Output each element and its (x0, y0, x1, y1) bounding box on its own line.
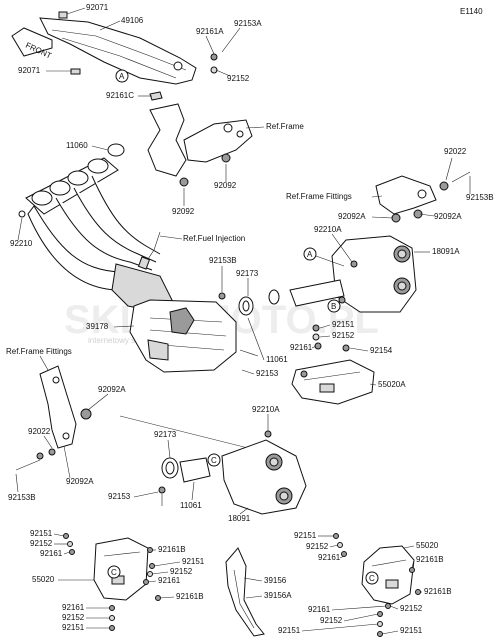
label-92092a-right-2: 92092A (434, 212, 462, 221)
label-l-92161-3: 92161 (62, 603, 85, 612)
label-l-92161b-2: 92161B (176, 592, 204, 601)
gasket-11061-lower (179, 457, 211, 483)
label-92153-lower: 92153 (108, 492, 131, 501)
label-l-92161-1: 92161 (40, 549, 63, 558)
label-39178: 39178 (86, 322, 109, 331)
front-arrow: FRONT (11, 27, 53, 61)
label-92153-center: 92153 (256, 369, 279, 378)
heat-guard-55020-left (93, 537, 149, 601)
label-r-92152-1: 92152 (306, 542, 329, 551)
label-92153b-right: 92153B (466, 193, 494, 202)
label-92153b-left: 92153B (8, 493, 36, 502)
label-92151-center: 92151 (332, 320, 355, 329)
muffler-18091 (221, 439, 307, 515)
label-l-92161b-1: 92161B (158, 545, 186, 554)
label-92071-top: 92071 (86, 3, 109, 12)
page-code: E1140 (460, 7, 483, 16)
label-11061-upper: 11061 (266, 355, 288, 364)
catalyst-box-39178 (129, 299, 237, 373)
heat-shield-39156 (225, 547, 265, 637)
label-92152-center: 92152 (332, 331, 355, 340)
label-92092-lower: 92092 (172, 207, 195, 216)
label-r-39156a: 39156A (264, 591, 292, 600)
label-92210a-center: 92210A (252, 405, 280, 414)
label-92092-upper: 92092 (214, 181, 237, 190)
callout-a-1: A (119, 72, 125, 81)
label-11060: 11060 (66, 141, 88, 150)
o2-sensor (137, 231, 161, 270)
label-r-92151-3: 92151 (400, 626, 423, 635)
label-r-92161b-1: 92161B (416, 555, 444, 564)
label-r-92151-1: 92151 (294, 531, 317, 540)
label-l-92152-2: 92152 (170, 567, 193, 576)
ref-frame-fittings-right: Ref.Frame Fittings (286, 192, 352, 201)
label-l-92151-3: 92151 (62, 623, 85, 632)
clamp-92173-upper (238, 296, 254, 316)
callout-b-1: B (331, 302, 336, 311)
ref-frame-top: Ref.Frame (266, 122, 304, 131)
label-r-92161-2: 92161 (308, 605, 331, 614)
label-l-92152-1: 92152 (30, 539, 53, 548)
heat-guard-55020a (291, 359, 375, 405)
label-18091: 18091 (228, 514, 251, 523)
label-18091a: 18091A (432, 247, 460, 256)
heat-guard-55020-right (361, 545, 415, 605)
label-l-92152-3: 92152 (62, 613, 85, 622)
label-11061-lower: 11061 (180, 501, 202, 510)
label-92092a-right-1: 92092A (338, 212, 366, 221)
label-92173-lower: 92173 (154, 430, 177, 439)
label-92092a-left-2: 92092A (66, 477, 94, 486)
label-92022-right: 92022 (444, 147, 467, 156)
clamp-92173-lower (161, 457, 179, 479)
callout-c-1: C (211, 456, 217, 465)
label-r-92152-3: 92152 (400, 604, 423, 613)
callout-a-2: A (307, 250, 313, 259)
ref-frame-fittings-left: Ref.Frame Fittings (6, 347, 72, 356)
muffler-18091a (268, 235, 417, 313)
label-55020a: 55020A (378, 380, 406, 389)
right-frame-fitting-bracket (375, 171, 471, 223)
label-92092a-left-1: 92092A (98, 385, 126, 394)
label-92173-upper: 92173 (236, 269, 259, 278)
label-92161c: 92161C (106, 91, 134, 100)
label-92161a: 92161A (196, 27, 224, 36)
label-l-55020: 55020 (32, 575, 55, 584)
label-l-92161-2: 92161 (158, 576, 181, 585)
label-l-92151-2: 92151 (182, 557, 205, 566)
label-92161-center: 92161 (290, 343, 313, 352)
ref-fuel-injection: Ref.Fuel Injection (183, 234, 245, 243)
exhaust-header-pipes (18, 157, 173, 313)
label-92153a: 92153A (234, 19, 262, 28)
label-92022-left: 92022 (28, 427, 51, 436)
label-r-92161b-2: 92161B (424, 587, 452, 596)
frame-mount-bracket (147, 103, 253, 187)
label-92154: 92154 (370, 346, 393, 355)
label-92210: 92210 (10, 239, 33, 248)
label-92152-top: 92152 (227, 74, 250, 83)
label-r-92152-2: 92152 (320, 616, 343, 625)
callout-c-3: C (369, 574, 375, 583)
label-49106: 49106 (121, 16, 144, 25)
label-r-92151-2: 92151 (278, 626, 301, 635)
left-frame-fitting-bracket (15, 365, 92, 471)
heat-shield-49106 (39, 11, 197, 85)
callout-c-2: C (111, 568, 117, 577)
label-92071-side: 92071 (18, 66, 41, 75)
label-92210a-right: 92210A (314, 225, 342, 234)
label-92153b-center: 92153B (209, 256, 237, 265)
label-r-92161-1: 92161 (318, 553, 341, 562)
label-l-92151-1: 92151 (30, 529, 53, 538)
label-r-55020: 55020 (416, 541, 439, 550)
label-r-39156: 39156 (264, 576, 287, 585)
